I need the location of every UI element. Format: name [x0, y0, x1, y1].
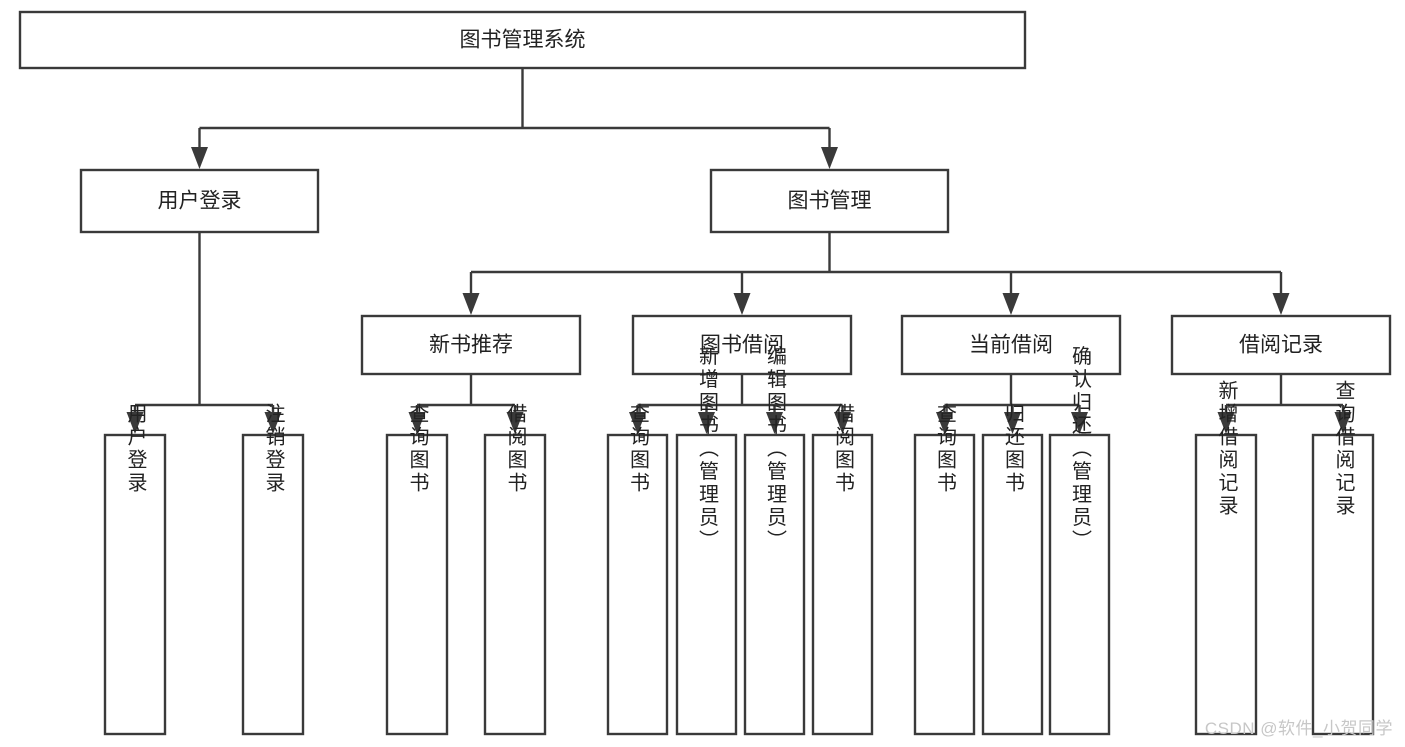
node-label: 新增图书（管理员） — [696, 345, 719, 552]
arrow-head-icon — [1272, 293, 1290, 315]
node-label: 查询借阅记录 — [1332, 380, 1355, 518]
node-label: 归还图书 — [1002, 403, 1025, 495]
node-label: 查询图书 — [406, 403, 429, 495]
node-label: 确认归还（管理员） — [1069, 345, 1092, 552]
node-label: 借阅记录 — [1239, 334, 1323, 357]
connector-group-book_mgmt — [462, 232, 1290, 315]
arrow-head-icon — [733, 293, 751, 315]
node-box[interactable] — [811, 433, 874, 736]
node-box[interactable] — [709, 168, 950, 234]
node-label: 用户登录 — [124, 403, 147, 495]
node-box[interactable] — [631, 314, 853, 376]
arrow-head-icon — [766, 412, 783, 434]
node-box[interactable] — [1194, 433, 1258, 736]
node-root[interactable]: 图书管理系统 — [18, 10, 1027, 70]
node-book_mgmt[interactable]: 图书管理 — [709, 168, 950, 234]
arrow-head-icon — [1334, 412, 1352, 434]
arrow-head-icon — [629, 412, 646, 434]
node-leaf_nb_query[interactable]: 查询图书 — [385, 403, 449, 736]
node-box[interactable] — [1048, 433, 1111, 736]
node-label: 借阅图书 — [832, 403, 855, 495]
node-label: 图书管理系统 — [460, 29, 586, 52]
node-label: 新书推荐 — [429, 334, 513, 357]
node-leaf_nb_borrow[interactable]: 借阅图书 — [483, 403, 547, 736]
node-label: 图书管理 — [788, 190, 872, 213]
node-label: 注销登录 — [262, 403, 285, 495]
arrow-head-icon — [126, 412, 144, 434]
node-box[interactable] — [743, 433, 806, 736]
node-box[interactable] — [483, 433, 547, 736]
node-leaf_cb_return[interactable]: 归还图书 — [981, 403, 1044, 736]
arrow-head-icon — [1002, 293, 1020, 315]
node-box[interactable] — [981, 433, 1044, 736]
connector-group-borrow_record — [1217, 374, 1352, 434]
node-box[interactable] — [360, 314, 582, 376]
arrow-head-icon — [191, 147, 208, 169]
node-layer: 图书管理系统用户登录图书管理新书推荐图书借阅当前借阅借阅记录用户登录注销登录查询… — [18, 10, 1392, 736]
node-new_book[interactable]: 新书推荐 — [360, 314, 582, 376]
node-box[interactable] — [385, 433, 449, 736]
node-label: 当前借阅 — [969, 334, 1053, 357]
connector-layer — [126, 68, 1352, 434]
node-borrow_record[interactable]: 借阅记录 — [1170, 314, 1392, 376]
node-leaf_user_logout[interactable]: 注销登录 — [241, 403, 305, 736]
arrow-head-icon — [1004, 412, 1021, 434]
node-box[interactable] — [241, 433, 305, 736]
node-leaf_cb_query[interactable]: 查询图书 — [913, 403, 976, 736]
arrow-head-icon — [698, 412, 715, 434]
arrow-head-icon — [1071, 412, 1088, 434]
node-borrow[interactable]: 图书借阅 — [631, 314, 853, 376]
node-label: 图书借阅 — [700, 334, 784, 357]
node-box[interactable] — [18, 10, 1027, 70]
node-leaf_b_edit[interactable]: 编辑图书（管理员） — [743, 345, 806, 736]
node-leaf_b_borrow[interactable]: 借阅图书 — [811, 403, 874, 736]
node-box[interactable] — [1170, 314, 1392, 376]
node-login[interactable]: 用户登录 — [79, 168, 320, 234]
connector-group-borrow — [629, 374, 851, 434]
node-box[interactable] — [606, 433, 669, 736]
node-leaf_br_add[interactable]: 新增借阅记录 — [1194, 380, 1258, 736]
node-label: 查询图书 — [934, 403, 957, 495]
arrow-head-icon — [834, 412, 851, 434]
connector-group-new_book — [408, 374, 524, 434]
arrow-head-icon — [264, 412, 282, 434]
arrow-head-icon — [936, 412, 953, 434]
node-box[interactable] — [913, 433, 976, 736]
node-box[interactable] — [675, 433, 738, 736]
connector-group-current_borrow — [936, 374, 1088, 434]
node-box[interactable] — [900, 314, 1122, 376]
connector-group-root — [191, 68, 838, 169]
node-label: 编辑图书（管理员） — [764, 345, 787, 552]
arrow-head-icon — [821, 147, 838, 169]
node-leaf_user_login[interactable]: 用户登录 — [103, 403, 167, 736]
arrow-head-icon — [506, 412, 524, 434]
arrow-head-icon — [1217, 412, 1235, 434]
node-leaf_b_query[interactable]: 查询图书 — [606, 403, 669, 736]
node-box[interactable] — [79, 168, 320, 234]
node-box[interactable] — [1311, 433, 1375, 736]
node-label: 查询图书 — [627, 403, 650, 495]
node-leaf_b_add[interactable]: 新增图书（管理员） — [675, 345, 738, 736]
node-leaf_br_query[interactable]: 查询借阅记录 — [1311, 380, 1375, 736]
node-leaf_cb_confirm[interactable]: 确认归还（管理员） — [1048, 345, 1111, 736]
node-label: 借阅图书 — [504, 403, 527, 495]
arrow-head-icon — [408, 412, 426, 434]
node-box[interactable] — [103, 433, 167, 736]
node-label: 用户登录 — [158, 190, 242, 213]
watermark-text: CSDN @软件_小贺同学 — [1204, 719, 1393, 738]
node-label: 新增借阅记录 — [1215, 380, 1238, 518]
node-current_borrow[interactable]: 当前借阅 — [900, 314, 1122, 376]
arrow-head-icon — [462, 293, 480, 315]
connector-group-login — [126, 232, 282, 434]
